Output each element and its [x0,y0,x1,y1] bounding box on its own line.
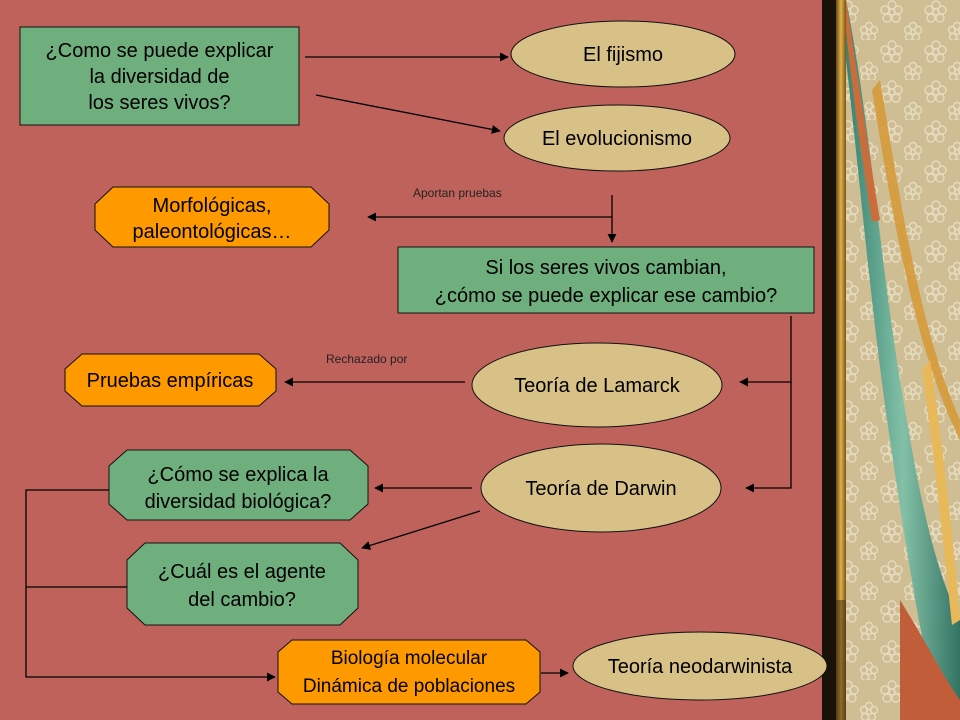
edge-bracket-to-biologia [25,489,276,682]
cambio-question-line-2: ¿cómo se puede explicar ese cambio? [435,285,777,307]
cambio-question-line-1: Si los seres vivos cambian, [485,257,726,279]
edge-label-rechazado-por: Rechazado por [326,352,407,366]
darwin-label: Teoría de Darwin [525,478,676,500]
node-darwin: Teoría de Darwin [480,443,722,533]
lamarck-label: Teoría de Lamarck [514,375,681,397]
main-question-line-1: ¿Como se puede explicar [46,40,274,62]
neodarwinista-label: Teoría neodarwinista [608,656,793,678]
biologia-line-2: Dinámica de poblaciones [303,676,515,697]
decorative-side-panel [822,0,960,720]
edges [25,52,792,682]
node-lamarck: Teoría de Lamarck [471,342,723,428]
fijismo-label: El fijismo [583,44,663,66]
morfologicas-line-2: paleontológicas… [133,221,292,243]
node-diversidad-question: ¿Cómo se explica la diversidad biológica… [108,449,369,521]
node-morfologicas: Morfológicas, paleontológicas… [94,186,330,248]
node-agente-question: ¿Cuál es el agente del cambio? [126,542,359,626]
node-main-question: ¿Como se puede explicar la diversidad de… [19,26,300,126]
biologia-line-1: Biología molecular [331,648,488,669]
main-question-line-2: la diversidad de [89,66,229,88]
agente-question-line-2: del cambio? [188,589,296,611]
agente-question-line-1: ¿Cuál es el agente [158,561,326,583]
node-biologia: Biología molecular Dinámica de poblacion… [277,639,541,705]
edge-label-aportan-pruebas: Aportan pruebas [413,186,502,200]
pruebas-empiricas-label: Pruebas empíricas [87,370,254,392]
node-neodarwinista: Teoría neodarwinista [572,631,828,701]
diversidad-question-line-2: diversidad biológica? [145,491,332,513]
node-fijismo: El fijismo [510,20,736,88]
main-question-line-3: los seres vivos? [88,92,230,114]
node-pruebas-empiricas: Pruebas empíricas [64,353,277,407]
edge-darwin-to-agente [361,510,481,550]
node-cambio-question: Si los seres vivos cambian, ¿cómo se pue… [397,246,815,314]
diversidad-question-line-1: ¿Cómo se explica la [147,464,329,486]
morfologicas-line-1: Morfológicas, [153,195,272,217]
evolucionismo-label: El evolucionismo [542,128,692,150]
node-evolucionismo: El evolucionismo [503,104,731,172]
edge-question-to-evolucionismo [315,94,501,134]
edge-cambio-to-darwin [745,382,792,493]
